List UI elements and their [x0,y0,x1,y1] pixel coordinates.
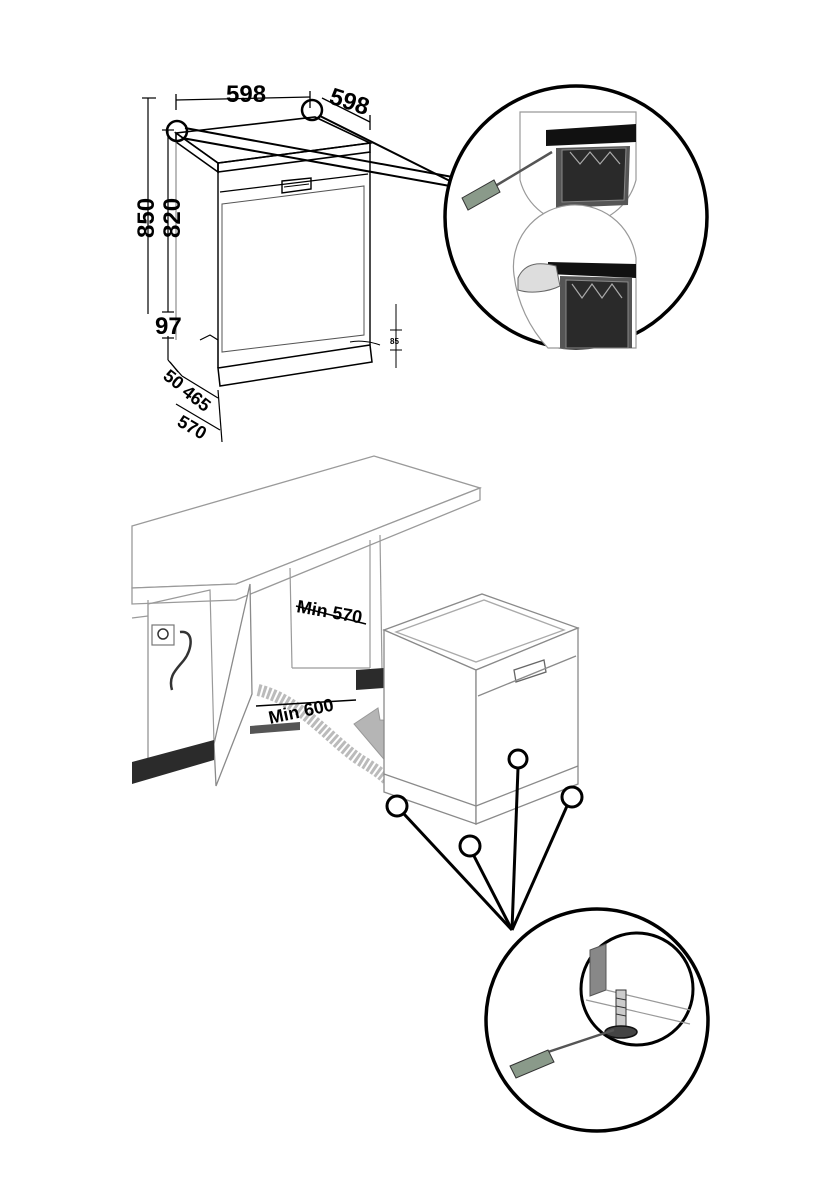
callout-leader-lines-top [182,116,458,186]
countertop [132,456,480,604]
detail-lower-hand-view [513,205,636,348]
dim-top-width-label: 598 [226,81,266,108]
callout-circle-foot-left [387,796,407,816]
open-cabinet-door [214,584,252,786]
detail-circle-top-fixing [445,86,707,348]
min-depth-label: Min 570 [295,596,364,627]
callout-circle-foot-front [460,836,480,856]
dim-height-total-label: 850 [133,198,160,238]
dim-plinth-height-label: 97 [155,313,182,340]
dim-plinth-side [390,304,402,368]
dim-depth-overall-label: 570 [174,411,210,443]
dishwasher-dimension-drawing: 598 598 850 820 97 85 [133,81,707,443]
callout-circle-foot-right [562,787,582,807]
detail-circle-foot-adjust [486,909,708,1131]
dim-foot-offset-label: 50 [160,365,188,393]
installation-scene: Min 570 Min 600 [132,456,708,1131]
socket-icon [152,625,191,690]
dim-top-depth-label: 598 [326,83,372,121]
dim-height-body-label: 820 [159,198,186,238]
dim-plinth-side-label: 85 [390,337,399,346]
dishwasher-unit [384,594,578,824]
dishwasher-body [176,142,380,386]
floor-shadow [132,668,384,784]
